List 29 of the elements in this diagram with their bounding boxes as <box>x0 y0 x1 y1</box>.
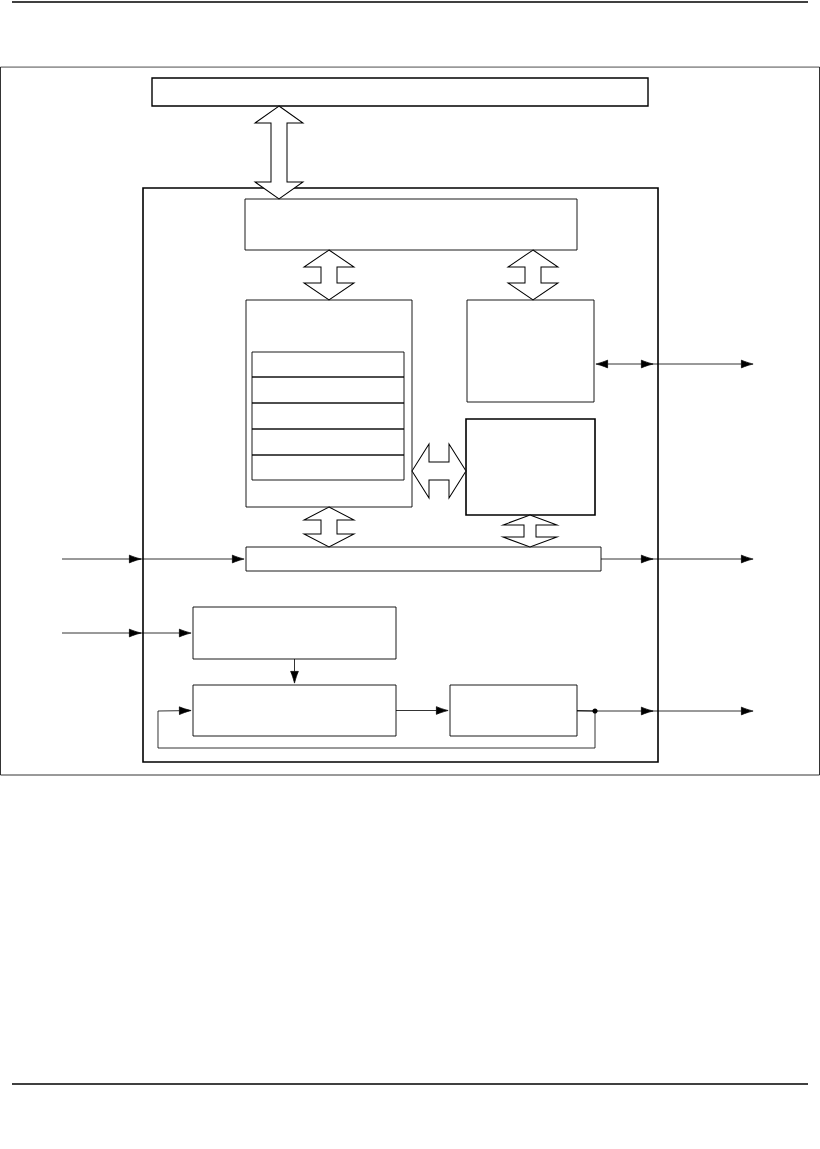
signal-arrow <box>157 706 596 749</box>
block-box <box>192 684 397 737</box>
signal-arrow <box>595 359 754 369</box>
signal-arrow <box>600 554 754 564</box>
bus-arrow <box>303 249 355 301</box>
signal-arrow <box>576 706 754 716</box>
signal-arrow <box>61 628 192 638</box>
block-box <box>449 684 578 737</box>
bus-bar <box>245 546 602 572</box>
register-row <box>251 454 405 481</box>
register-row <box>251 351 405 378</box>
block-box <box>465 418 596 516</box>
bus-arrow <box>502 514 558 548</box>
signal-arrow <box>61 554 245 564</box>
register-row <box>251 428 405 456</box>
signal-arrow <box>290 658 299 684</box>
bus-arrow <box>411 443 467 499</box>
bus-arrow <box>303 506 355 548</box>
signal-arrow <box>395 706 449 715</box>
block-box <box>192 606 397 660</box>
block-box <box>466 299 595 403</box>
register-row <box>251 402 405 430</box>
bus-bar <box>151 77 649 107</box>
module-box <box>142 187 659 763</box>
bus-arrow <box>254 105 304 200</box>
block-box <box>245 299 413 508</box>
register-row <box>251 376 405 404</box>
bus-arrow <box>507 249 559 301</box>
block-box <box>244 198 578 251</box>
